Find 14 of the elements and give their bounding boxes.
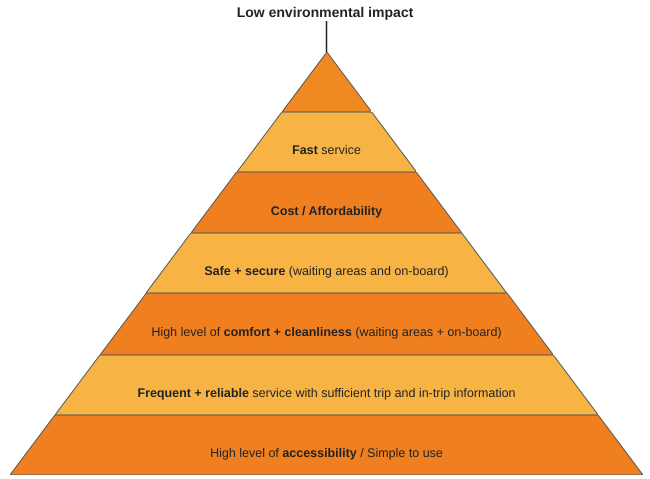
tier-label: High level of accessibility / Simple to use <box>209 445 444 461</box>
pyramid-tier <box>10 415 643 475</box>
pyramid-tier <box>146 233 507 293</box>
tier-label: Frequent + reliable service with sufficient trip and in-trip information <box>136 385 516 401</box>
tier-label: Fast service <box>291 142 362 158</box>
tier-label: Safe + secure (waiting areas and on-board) <box>203 263 450 279</box>
tier-label: Cost / Affordability <box>270 202 384 218</box>
pyramid-tier <box>100 293 554 355</box>
pyramid-tier <box>54 355 598 415</box>
pyramid-tier <box>191 172 462 233</box>
pyramid-tier <box>236 112 416 172</box>
leader-line <box>326 21 328 52</box>
heading-text: Low environmental impact <box>0 4 650 20</box>
tier-label: High level of comfort + cleanliness (waiting areas + on-board) <box>150 324 503 340</box>
